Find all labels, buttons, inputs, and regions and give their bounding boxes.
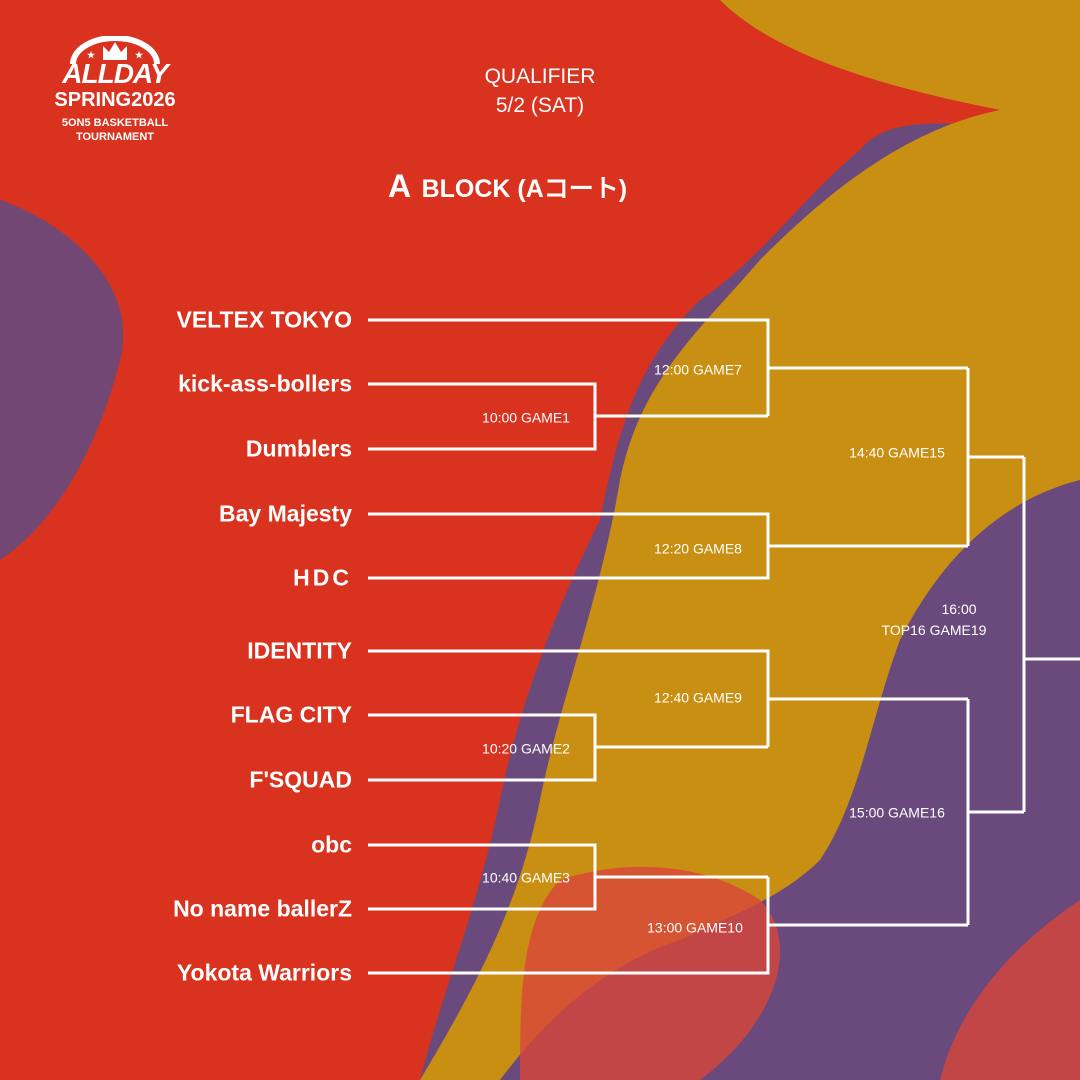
team-name: Dumblers	[245, 435, 352, 462]
game-label: 12:00 GAME7	[654, 361, 742, 378]
line-game10	[368, 877, 770, 975]
game-label: 12:40 GAME9	[654, 689, 742, 706]
game19-time: 16:00	[941, 601, 977, 617]
game-label: 15:00 GAME16	[849, 804, 945, 821]
team-name: HDC	[293, 564, 352, 591]
svg-text:★: ★	[135, 50, 144, 60]
game-label: 12:20 GAME8	[654, 540, 742, 557]
stage-title: QUALIFIER	[484, 65, 596, 88]
game-label: 10:20 GAME2	[482, 740, 570, 757]
game-label-final: 16:00 TOP16 GAME19	[882, 599, 987, 641]
game-label: 10:00 GAME1	[482, 409, 570, 426]
logo-edition: SPRING2026	[54, 89, 176, 111]
game-label: 14:40 GAME15	[849, 444, 945, 461]
team-name: Yokota Warriors	[176, 959, 352, 986]
tournament-logo: ★ ★ ALLDAY SPRING2026 5ON5 BASKETBALL TO…	[40, 36, 190, 144]
team-name: obc	[311, 831, 352, 858]
logo-line1: 5ON5 BASKETBALL	[61, 117, 169, 129]
team-name: IDENTITY	[247, 637, 352, 664]
stage-header: QUALIFIER 5/2 (SAT)	[440, 62, 640, 120]
line-game7-top	[368, 318, 770, 416]
team-name: VELTEX TOKYO	[176, 306, 352, 333]
logo-line2: TOURNAMENT	[75, 131, 154, 143]
team-name: F'SQUAD	[249, 766, 352, 793]
team-name: No name ballerZ	[173, 895, 352, 922]
game-label: 13:00 GAME10	[647, 919, 743, 936]
crown-arch-icon: ★ ★	[70, 36, 160, 64]
line-game9-top	[368, 649, 770, 747]
block-label: BLOCK (Aコート)	[421, 175, 628, 203]
stage-date: 5/2 (SAT)	[495, 94, 585, 117]
game19-name: TOP16 GAME19	[881, 622, 987, 638]
team-name: FLAG CITY	[230, 701, 352, 728]
block-letter: A	[388, 168, 412, 204]
svg-text:★: ★	[87, 50, 96, 60]
team-name: kick-ass-bollers	[178, 370, 352, 397]
game-label: 10:40 GAME3	[482, 869, 570, 886]
team-name: Bay Majesty	[219, 500, 352, 527]
logo-brand: ALLDAY	[62, 58, 168, 89]
block-title: A BLOCK (Aコート)	[388, 168, 627, 205]
